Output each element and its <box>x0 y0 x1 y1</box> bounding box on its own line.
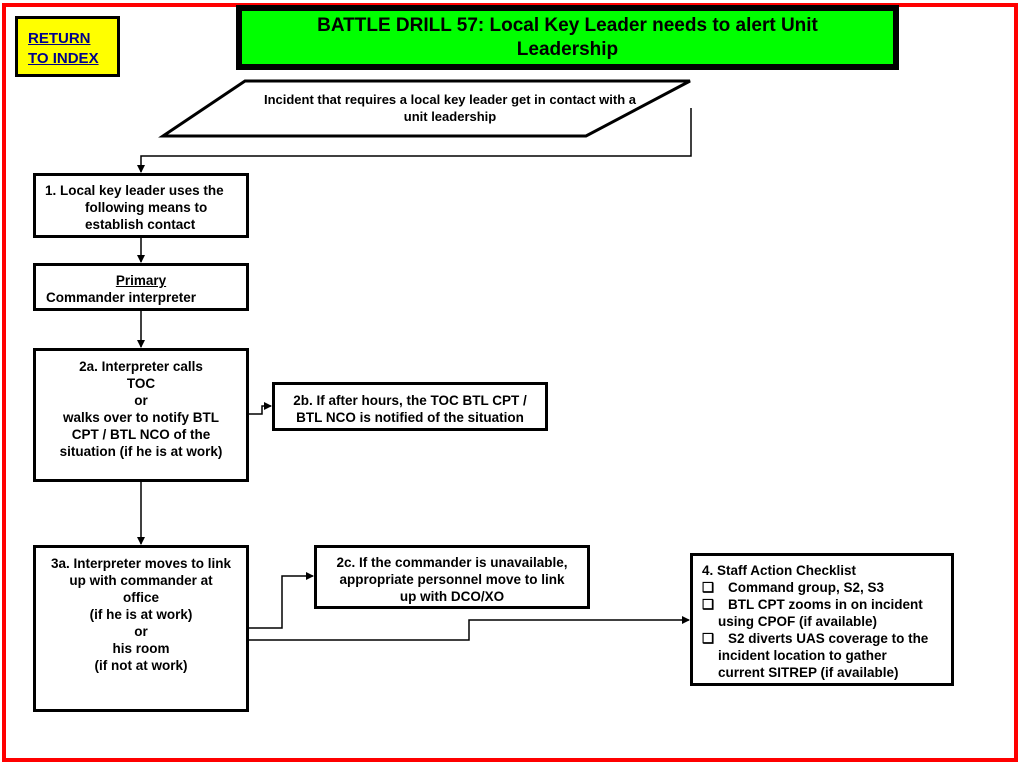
step3a-line: his room <box>112 641 170 656</box>
step2b-line1: 2b. If after hours, the TOC BTL CPT / <box>293 393 527 408</box>
arrow-step2a-to-step2b <box>248 402 272 415</box>
arrow-incident-to-step1 <box>137 108 692 173</box>
step3a-line: or <box>134 624 148 639</box>
arrow-step3a-to-step2c <box>248 572 314 629</box>
step2a-line: situation (if he is at work) <box>59 444 223 459</box>
title-line2: Leadership <box>516 38 619 60</box>
checklist-item: ❑ BTL CPT zooms in on incident using CPO… <box>702 596 945 630</box>
incident-line2: unit leadership <box>403 109 497 124</box>
checklist-item-text: S2 diverts UAS coverage to the <box>728 631 929 646</box>
checklist-item-text: incident location to gather <box>718 648 887 663</box>
checklist-item-text: Command group, S2, S3 <box>728 580 885 595</box>
step2c-line2: appropriate personnel move to link <box>339 572 565 587</box>
step3a-line: up with commander at <box>69 573 213 588</box>
step2a-line: 2a. Interpreter calls <box>79 359 203 374</box>
checkbox-icon: ❑ <box>702 631 715 646</box>
return-to-index-link[interactable]: RETURN TO INDEX <box>15 16 120 77</box>
step2c-line3: up with DCO/XO <box>399 589 505 604</box>
step3a-line: office <box>122 590 159 605</box>
step4-checklist-box: 4. Staff Action Checklist ❑ Command grou… <box>690 553 954 686</box>
step2c-box: 2c. If the commander is unavailable, app… <box>314 545 590 609</box>
step2a-line: or <box>134 393 148 408</box>
return-label-line1[interactable]: RETURN <box>28 30 91 47</box>
step2a-line: TOC <box>126 376 156 391</box>
step2a-line: CPT / BTL NCO of the <box>71 427 211 442</box>
checklist-item-text: using CPOF (if available) <box>718 614 878 629</box>
title-line1: BATTLE DRILL 57: Local Key Leader needs … <box>317 14 818 36</box>
step1-line3: establish contact <box>85 217 196 232</box>
step1-box: 1. Local key leader uses the following m… <box>33 173 249 238</box>
title-inner: BATTLE DRILL 57: Local Key Leader needs … <box>242 11 893 64</box>
step2b-line2: BTL NCO is notified of the situation <box>296 410 524 425</box>
checklist-item: ❑ Command group, S2, S3 <box>702 579 945 596</box>
incident-parallelogram <box>158 79 691 138</box>
primary-text: Commander interpreter <box>46 290 197 305</box>
step3a-box: 3a. Interpreter moves to link up with co… <box>33 545 249 712</box>
primary-box: Primary Commander interpreter <box>33 263 249 311</box>
checklist-item-text: current SITREP (if available) <box>718 665 899 680</box>
step3a-line: 3a. Interpreter moves to link <box>50 556 232 571</box>
step1-line1: 1. Local key leader uses the <box>45 183 224 198</box>
step2c-line1: 2c. If the commander is unavailable, <box>336 555 568 570</box>
checklist-item-text: BTL CPT zooms in on incident <box>728 597 923 612</box>
title-banner: BATTLE DRILL 57: Local Key Leader needs … <box>236 5 899 70</box>
step2a-line: walks over to notify BTL <box>62 410 220 425</box>
step4-heading: 4. Staff Action Checklist <box>702 563 857 578</box>
step2b-box: 2b. If after hours, the TOC BTL CPT / BT… <box>272 382 548 431</box>
step3a-line: (if he is at work) <box>89 607 193 622</box>
incident-line1: Incident that requires a local key leade… <box>263 92 637 107</box>
arrow-step3a-to-step4 <box>248 616 690 641</box>
step2a-box: 2a. Interpreter calls TOC or walks over … <box>33 348 249 482</box>
step3a-line: (if not at work) <box>94 658 188 673</box>
step1-line2: following means to <box>85 200 208 215</box>
checkbox-icon: ❑ <box>702 597 715 612</box>
checkbox-icon: ❑ <box>702 580 715 595</box>
primary-heading: Primary <box>115 273 167 288</box>
checklist-item: ❑ S2 diverts UAS coverage to the inciden… <box>702 630 945 681</box>
incident-text: Incident that requires a local key leade… <box>230 91 670 125</box>
return-label-line2[interactable]: TO INDEX <box>28 50 99 67</box>
